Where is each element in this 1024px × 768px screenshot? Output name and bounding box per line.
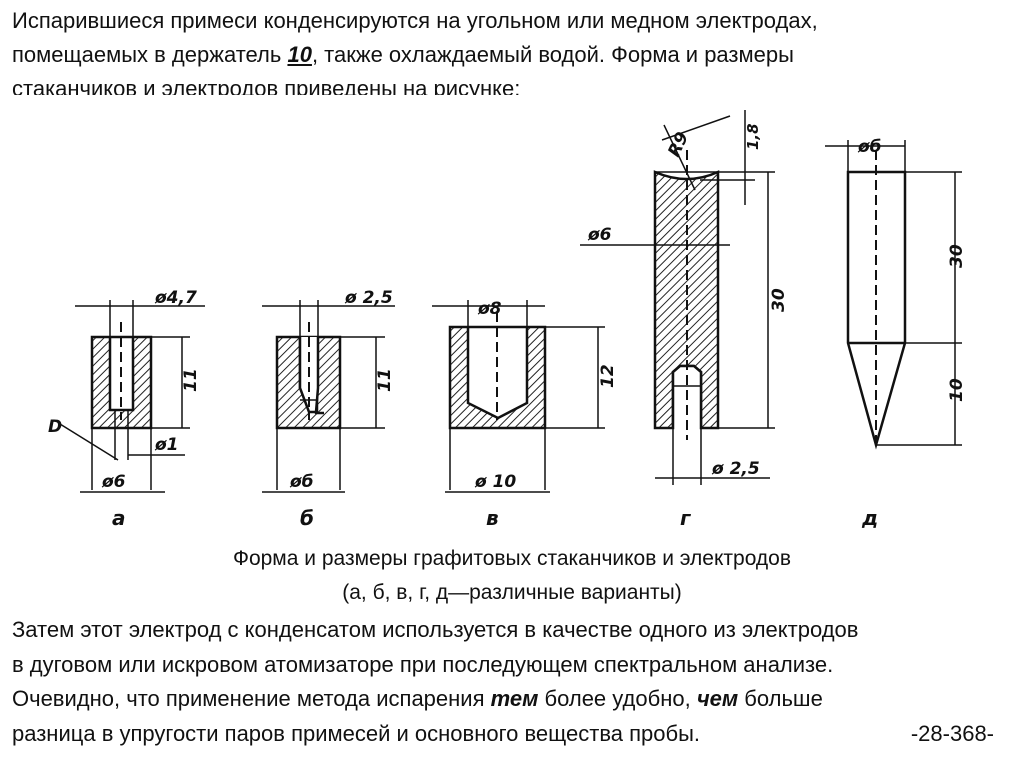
dim-d-lower: 10 xyxy=(947,378,967,402)
dim-g-top: 1,8 xyxy=(744,123,762,150)
body-line-1: Затем этот электрод с конденсатом исполь… xyxy=(12,617,859,642)
dim-v-top: ø8 xyxy=(477,299,502,319)
body-line-4-text: разница в упругости паров примесей и осн… xyxy=(12,720,701,746)
emphasis-tem: тем xyxy=(490,686,539,711)
electrode-g xyxy=(580,110,775,485)
cup-b xyxy=(262,300,395,493)
dim-b-bottom: øб xyxy=(289,472,314,492)
intro-line-1: Испарившиеся примеси конденсируются на у… xyxy=(12,8,818,33)
intro-line-2-start: помещаемых в держатель xyxy=(12,42,288,67)
figure-caption-line-2: (а, б, в, г, д—различные варианты) xyxy=(342,581,682,604)
dim-g-height: 30 xyxy=(769,288,789,312)
holder-number: 10 xyxy=(287,42,312,67)
body-line-3-start: Очевидно, что применение метода испарени… xyxy=(12,686,491,711)
dim-a-mid: ø1 xyxy=(154,435,179,455)
cup-a xyxy=(59,300,205,493)
emphasis-chem: чем xyxy=(696,686,739,711)
body-paragraph: Затем этот электрод с конденсатом исполь… xyxy=(12,613,1012,751)
electrode-figure: ø4,7 ø6 ø1 D 11 а ø 2,5 øб 11 б ø8 ø 10 … xyxy=(48,110,967,530)
dim-v-bottom: ø 10 xyxy=(474,472,516,492)
letter-v: в xyxy=(486,506,499,530)
intro-line-3: стаканчиков и электродов приведены на ри… xyxy=(12,76,521,95)
dim-a-bottom: ø6 xyxy=(101,472,126,492)
label-a-d: D xyxy=(48,417,62,437)
letter-b: б xyxy=(300,506,314,530)
dim-g-side: ø6 xyxy=(587,225,612,245)
body-line-2: в дуговом или искровом атомизаторе при п… xyxy=(12,651,834,677)
dim-b-top: ø 2,5 xyxy=(344,288,393,308)
dim-a-height: 11 xyxy=(181,368,201,392)
letter-g: г xyxy=(680,506,691,530)
dim-a-top: ø4,7 xyxy=(154,288,197,308)
dim-g-bottom: ø 2,5 xyxy=(711,459,760,479)
body-line-3-end: больше xyxy=(738,686,823,711)
body-line-3: Очевидно, что применение метода испарени… xyxy=(12,682,1012,717)
dim-d-upper: 30 xyxy=(947,244,967,268)
intro-paragraph: Испарившиеся примеси конденсируются на у… xyxy=(12,4,1012,95)
electrode-d xyxy=(825,140,962,450)
dim-b-height: 11 xyxy=(375,368,395,392)
letter-a: а xyxy=(112,506,126,530)
letter-d: д xyxy=(861,506,878,530)
dim-d-top: øб xyxy=(857,137,882,157)
intro-line-2-end: , также охлаждаемый водой. Форма и разме… xyxy=(311,42,794,67)
dim-v-height: 12 xyxy=(598,364,618,388)
figure-caption-line-1: Форма и размеры графитовых стаканчиков и… xyxy=(232,547,792,570)
body-line-3-mid: более удобно, xyxy=(538,686,697,711)
page-number: -28-368- xyxy=(910,720,994,746)
cup-v xyxy=(432,300,605,493)
body-line-4: разница в упругости паров примесей и осн… xyxy=(12,717,1012,752)
